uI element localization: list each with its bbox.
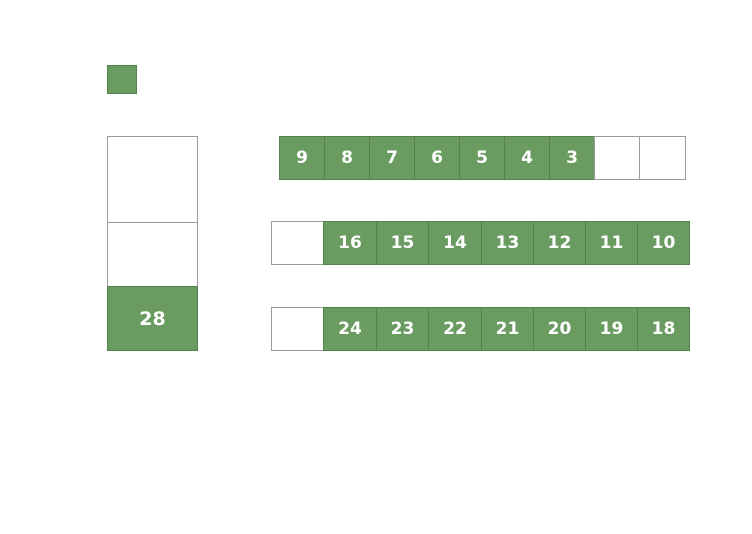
row-1-cell: 7 bbox=[369, 136, 415, 180]
row-2-cell: 10 bbox=[637, 221, 690, 265]
row-2-cell: 11 bbox=[585, 221, 638, 265]
row-3-cell: 22 bbox=[428, 307, 482, 351]
seat-row-3: 24 23 22 21 20 19 18 bbox=[271, 307, 690, 351]
row-3-cell bbox=[271, 307, 324, 351]
row-1-cell: 3 bbox=[549, 136, 595, 180]
row-3-cell: 23 bbox=[376, 307, 429, 351]
row-3-cell: 20 bbox=[533, 307, 586, 351]
row-1-cell bbox=[639, 136, 686, 180]
left-column-cell-3: 28 bbox=[107, 286, 198, 351]
row-2-cell: 12 bbox=[533, 221, 586, 265]
row-1-cell: 4 bbox=[504, 136, 550, 180]
row-1-cell: 5 bbox=[459, 136, 505, 180]
legend-swatch bbox=[107, 65, 137, 94]
row-1-cell: 6 bbox=[414, 136, 460, 180]
left-column: 28 bbox=[107, 136, 198, 351]
row-2-cell: 16 bbox=[323, 221, 377, 265]
left-column-cell-1 bbox=[107, 136, 198, 223]
row-2-cell: 13 bbox=[481, 221, 534, 265]
row-1-cell bbox=[594, 136, 640, 180]
row-3-cell: 21 bbox=[481, 307, 534, 351]
row-2-cell: 15 bbox=[376, 221, 429, 265]
row-1-cell: 8 bbox=[324, 136, 370, 180]
seat-row-1: 9 8 7 6 5 4 3 bbox=[279, 136, 686, 180]
seat-row-2: 16 15 14 13 12 11 10 bbox=[271, 221, 690, 265]
row-3-cell: 19 bbox=[585, 307, 638, 351]
row-2-cell: 14 bbox=[428, 221, 482, 265]
row-3-cell: 18 bbox=[637, 307, 690, 351]
row-2-cell bbox=[271, 221, 324, 265]
row-1-cell: 9 bbox=[279, 136, 325, 180]
left-column-cell-2 bbox=[107, 222, 198, 287]
row-3-cell: 24 bbox=[323, 307, 377, 351]
